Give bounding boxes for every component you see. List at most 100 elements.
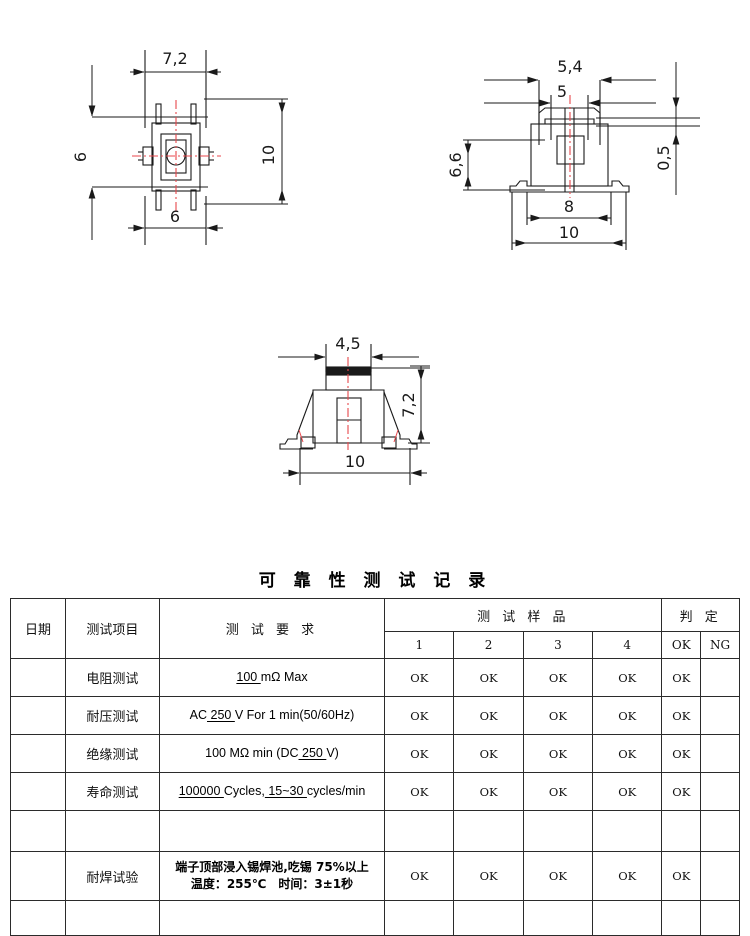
requirement-line-2: 温度：255℃ 时间：3±1秒 [190, 877, 354, 891]
cell-test-requirement [158, 810, 386, 852]
requirement-line-1: 端子顶部浸入锡焊池,吃锡 75%以上 [175, 859, 369, 874]
cell-sample-1[interactable]: OK [384, 851, 455, 901]
cell-sample-3[interactable]: OK [522, 696, 594, 735]
cell-sample-4[interactable]: OK [592, 658, 663, 697]
cell-sample-1[interactable]: OK [384, 696, 455, 735]
requirement-static-text: Cycles, [223, 784, 265, 799]
requirement-blank-value[interactable]: 250 [298, 746, 327, 761]
cell-sample-2[interactable]: OK [453, 734, 524, 773]
header-test-requirement: 测 试 要 求 [158, 598, 386, 659]
cell-judgment-ng[interactable] [700, 696, 740, 735]
cell-test-item: 寿命测试 [65, 772, 160, 811]
cell-date[interactable] [9, 900, 67, 936]
cell-sample-2[interactable]: OK [453, 696, 524, 735]
cell-sample-2[interactable]: OK [453, 851, 524, 901]
requirement-static-text: AC [189, 708, 208, 723]
cell-sample-4[interactable] [592, 900, 663, 936]
cell-sample-4[interactable]: OK [592, 696, 663, 735]
cell-date[interactable] [9, 696, 67, 735]
dim-label-front-right-height: 7,2 [399, 392, 418, 417]
front-view-drawing [278, 344, 430, 485]
cell-sample-4[interactable] [592, 810, 663, 852]
requirement-static-text: V For 1 min(50/60Hz) [234, 708, 355, 723]
requirement-static-text: V) [326, 746, 339, 761]
requirement-text: 100 MΩ min (DC 250 V) [160, 744, 384, 762]
cell-date[interactable] [9, 772, 67, 811]
requirement-text: 100000 Cycles, 15~30 cycles/min [160, 782, 384, 800]
requirement-static-text: mΩ Max [260, 670, 308, 685]
requirement-blank-value[interactable]: 15~30 [264, 784, 307, 799]
dim-label-top-width: 7,2 [162, 49, 187, 68]
cell-sample-4[interactable]: OK [592, 772, 663, 811]
cell-sample-3[interactable] [522, 900, 594, 936]
cell-test-item [65, 810, 160, 852]
table-row [9, 900, 740, 936]
cell-sample-2[interactable] [453, 810, 524, 852]
dim-label-side-top-inner: 5 [557, 82, 567, 101]
requirement-static-text: cycles/min [306, 784, 366, 799]
cell-date[interactable] [9, 734, 67, 773]
top-view-drawing [88, 50, 288, 245]
technical-drawings-area: 7,2 6 6 10 5,4 5 6,6 0,5 8 10 4,5 7,2 10 [71, 49, 700, 485]
cell-sample-1[interactable]: OK [384, 658, 455, 697]
cell-sample-3[interactable]: OK [522, 772, 594, 811]
cell-sample-2[interactable]: OK [453, 658, 524, 697]
header-test-item: 测试项目 [65, 598, 160, 659]
dim-label-side-right-height: 0,5 [654, 145, 673, 170]
side-view-drawing [463, 62, 700, 250]
cell-test-item: 耐焊试验 [65, 851, 160, 901]
requirement-blank-value[interactable]: 100000 [178, 784, 224, 799]
cell-sample-4[interactable]: OK [592, 734, 663, 773]
cell-sample-3[interactable] [522, 810, 594, 852]
cell-sample-2[interactable]: OK [453, 772, 524, 811]
cell-judgment-ok[interactable] [661, 810, 702, 852]
cell-test-requirement [158, 900, 386, 936]
cell-judgment-ok[interactable] [661, 900, 702, 936]
cell-sample-3[interactable]: OK [522, 851, 594, 901]
cell-sample-1[interactable]: OK [384, 734, 455, 773]
cell-judgment-ng[interactable] [700, 772, 740, 811]
cell-date[interactable] [9, 810, 67, 852]
cell-judgment-ok[interactable]: OK [661, 772, 702, 811]
cell-judgment-ng[interactable] [700, 658, 740, 697]
cell-judgment-ok[interactable]: OK [661, 696, 702, 735]
dim-label-side-outer-width: 10 [559, 223, 579, 242]
cell-judgment-ng[interactable] [700, 734, 740, 773]
cell-test-requirement: 100 MΩ min (DC 250 V) [158, 734, 386, 773]
cell-sample-1[interactable] [384, 900, 455, 936]
header-judgment: 判 定 [661, 598, 740, 632]
cell-test-item [65, 900, 160, 936]
cell-judgment-ok[interactable]: OK [661, 658, 702, 697]
cell-judgment-ng[interactable] [700, 851, 740, 901]
cell-test-item: 电阻测试 [65, 658, 160, 697]
table-title: 可 靠 性 测 试 记 录 [258, 571, 492, 591]
requirement-blank-value[interactable]: 100 [236, 670, 261, 685]
cell-sample-3[interactable]: OK [522, 734, 594, 773]
cell-sample-1[interactable]: OK [384, 772, 455, 811]
cell-judgment-ng[interactable] [700, 900, 740, 936]
cell-sample-4[interactable]: OK [592, 851, 663, 901]
dim-label-side-inner-width: 8 [564, 197, 574, 216]
cell-judgment-ng[interactable] [700, 810, 740, 852]
dim-label-side-left-height: 6,6 [446, 152, 465, 177]
cell-judgment-ok[interactable]: OK [661, 734, 702, 773]
cell-judgment-ok[interactable]: OK [661, 851, 702, 901]
requirement-text: AC 250 V For 1 min(50/60Hz) [160, 706, 384, 724]
cell-date[interactable] [9, 658, 67, 697]
dim-label-bottom-width: 6 [170, 207, 180, 226]
cell-test-item: 绝缘测试 [65, 734, 160, 773]
cell-sample-1[interactable] [384, 810, 455, 852]
header-sample-3: 3 [522, 631, 594, 659]
requirement-blank-value[interactable]: 250 [207, 708, 235, 723]
cell-sample-3[interactable]: OK [522, 658, 594, 697]
drawings-svg: 7,2 6 6 10 5,4 5 6,6 0,5 8 10 4,5 7,2 10 [71, 49, 700, 485]
cell-sample-2[interactable] [453, 900, 524, 936]
requirement-static-text: 100 MΩ min (DC [205, 746, 299, 761]
cell-date[interactable] [9, 851, 67, 901]
table-header-row-1: 日期 测试项目 测 试 要 求 测 试 样 品 判 定 [9, 598, 740, 659]
dim-label-right-height: 10 [259, 145, 278, 165]
